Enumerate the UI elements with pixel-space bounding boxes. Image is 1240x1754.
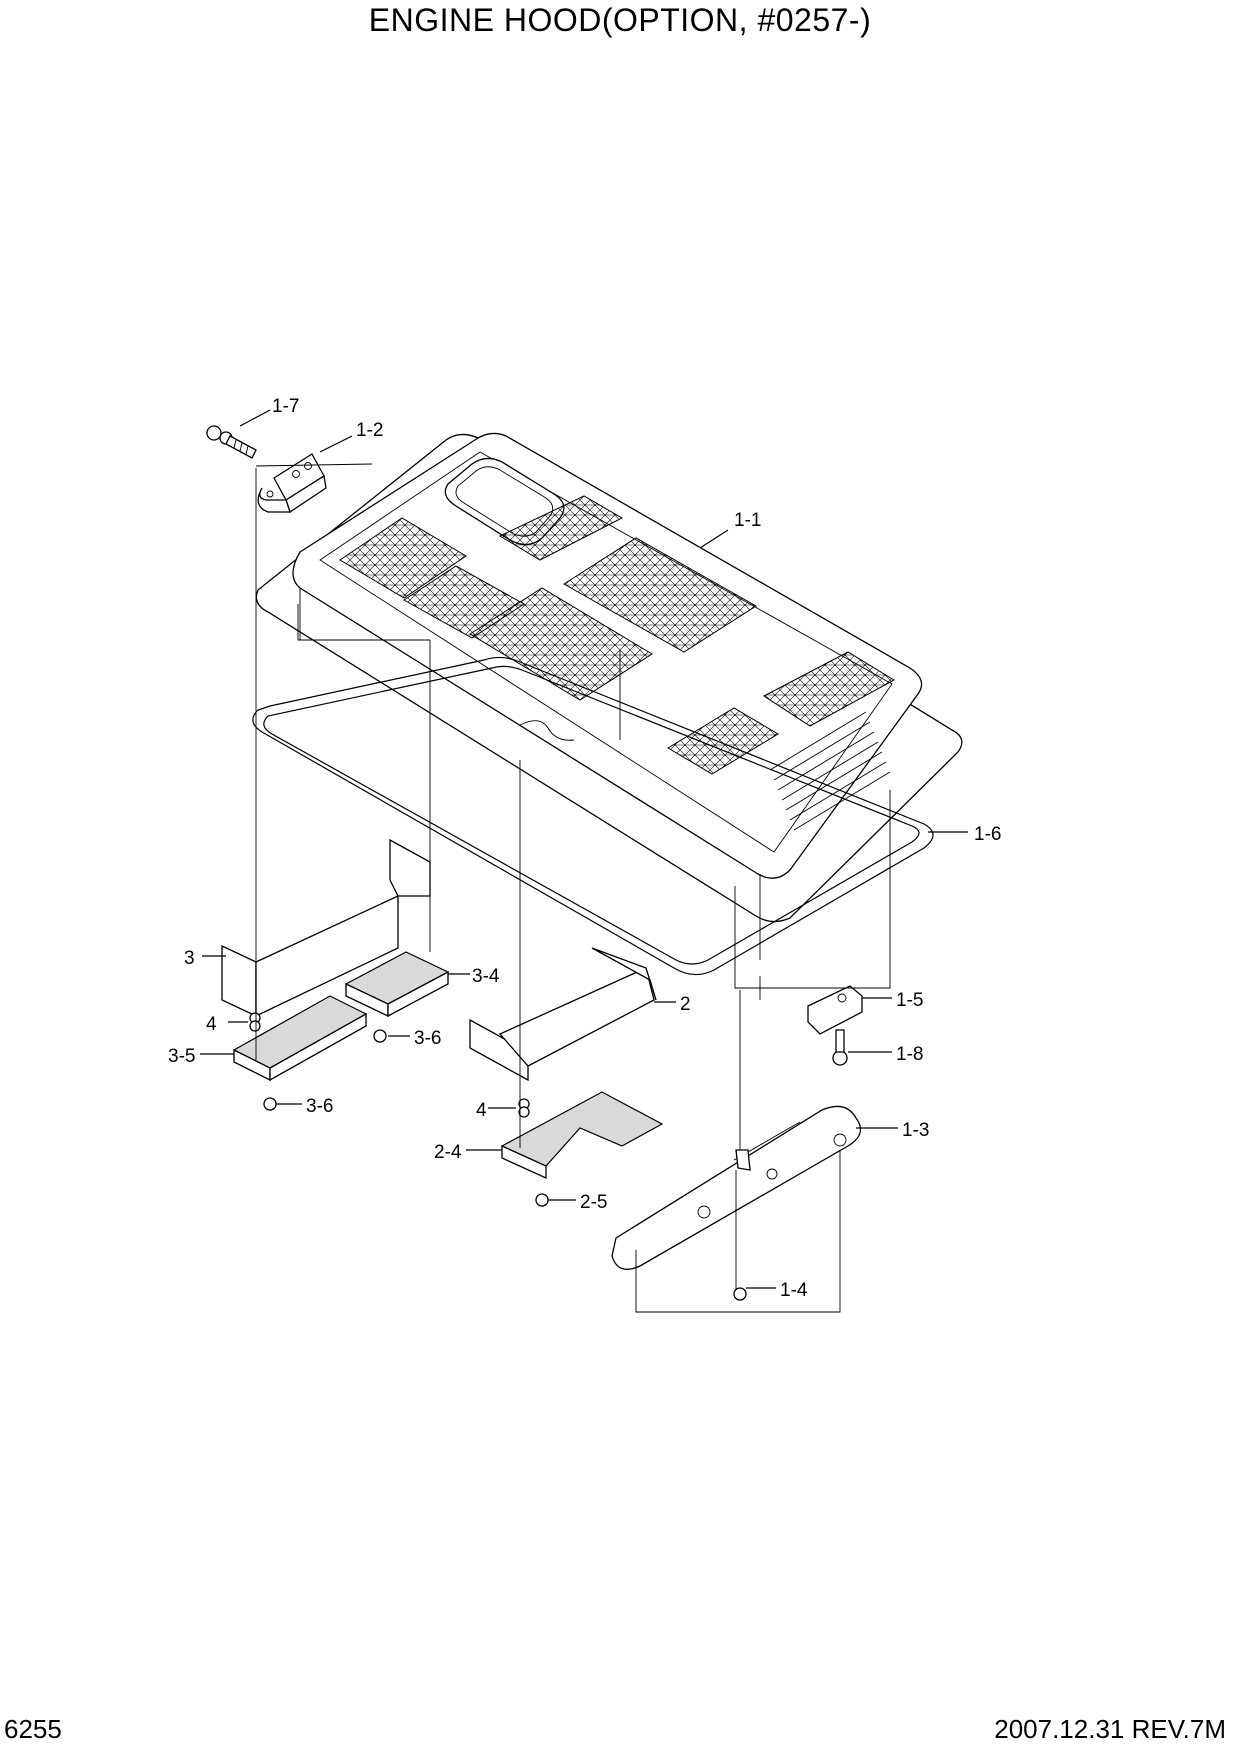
bracket-2 — [469, 947, 657, 1082]
bracket-1-5 — [807, 985, 863, 1066]
assembly-guide-lines — [255, 463, 891, 1313]
plate-2-4 — [500, 1091, 664, 1180]
engine-hood-shell — [255, 432, 963, 1150]
label-1-7: 1-7 — [272, 396, 299, 417]
label-1-5: 1-5 — [896, 990, 923, 1011]
label-1-6: 1-6 — [974, 824, 1001, 845]
label-leaders — [200, 409, 968, 1289]
label-1-1: 1-1 — [734, 510, 761, 531]
label-4b: 4 — [476, 1100, 487, 1121]
label-4a: 4 — [206, 1014, 217, 1035]
label-2-4: 2-4 — [434, 1142, 462, 1163]
plate-3-4 — [344, 951, 450, 1018]
label-1-2: 1-2 — [356, 420, 383, 441]
label-3: 3 — [184, 948, 195, 969]
plate-3-5 — [232, 995, 368, 1082]
label-3-5: 3-5 — [168, 1046, 195, 1067]
fasteners — [249, 1012, 747, 1301]
revision-date: 2007.12.31 REV.7M — [994, 1714, 1226, 1744]
label-3-4: 3-4 — [472, 966, 500, 987]
page-number: 6255 — [4, 1714, 62, 1744]
hood-seal-gasket — [252, 656, 934, 976]
label-2: 2 — [680, 994, 691, 1015]
part-number-labels: 1-7 1-2 1-1 1-6 3 4 3-5 3-4 3-6 3-6 2 4 … — [168, 396, 1001, 1301]
page-title: ENGINE HOOD(OPTION, #0257-) — [368, 2, 872, 38]
label-3-6b: 3-6 — [306, 1096, 333, 1117]
label-3-6a: 3-6 — [414, 1028, 441, 1049]
label-2-5: 2-5 — [580, 1192, 607, 1213]
label-1-4: 1-4 — [780, 1280, 808, 1301]
hinge-part — [206, 425, 327, 514]
label-1-3: 1-3 — [902, 1120, 929, 1141]
label-1-8: 1-8 — [896, 1044, 923, 1065]
